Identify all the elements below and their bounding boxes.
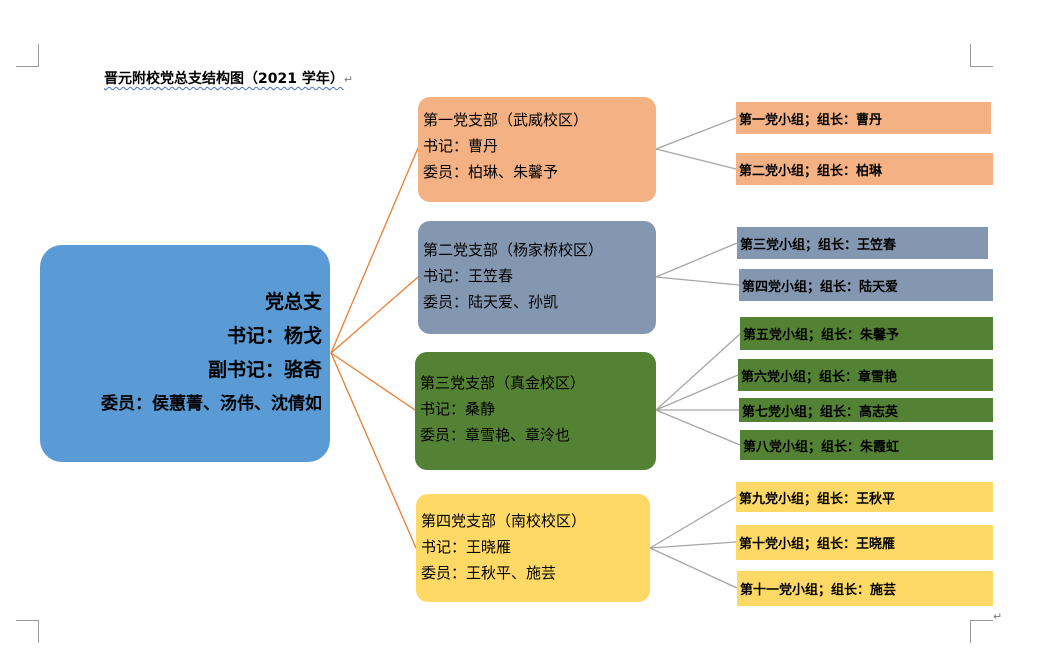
root-connector-branch-3 [330, 352, 416, 411]
group-connector-8 [655, 409, 741, 446]
group-node-6: 第六党小组；组长：章雪艳 [738, 359, 993, 391]
root-connector-branch-4 [330, 352, 417, 549]
root-connectors [330, 147, 419, 549]
root-line-members: 委员：侯蕙菁、汤伟、沈倩如 [101, 394, 322, 414]
branch-secretary: 书记：桑静 [420, 400, 496, 418]
group-connector-11 [649, 547, 738, 589]
crop-mark-bottom-left [16, 620, 39, 643]
group-node-2: 第二党小组；组长：柏琳 [736, 153, 993, 185]
branch-node-2: 第二党支部（杨家桥校区） 书记：王笠春 委员：陆天爱、孙凯 [418, 221, 656, 334]
branch-node-1: 第一党支部（武威校区） 书记：曹丹 委员：柏琳、朱馨予 [418, 97, 656, 202]
branch-members: 委员：章雪艳、章泠也 [420, 426, 571, 444]
branch-secretary: 书记：王笠春 [423, 267, 514, 285]
group-node-8: 第八党小组；组长：朱霞虹 [740, 430, 993, 460]
branch-members: 委员：陆天爱、孙凯 [423, 293, 559, 311]
branch-node-4: 第四党支部（南校校区） 书记：王晓雁 委员：王秋平、施芸 [416, 494, 650, 602]
group-connector-6 [655, 374, 739, 411]
group-connector-4 [655, 276, 740, 286]
group-connector-2 [655, 148, 737, 170]
branch-secretary: 书记：王晓雁 [421, 538, 512, 556]
paragraph-mark-icon: ↵ [343, 73, 354, 86]
root-connector-branch-2 [330, 276, 419, 354]
group-node-9: 第九党小组；组长：王秋平 [736, 482, 993, 512]
root-connector-branch-1 [330, 147, 419, 354]
group-node-1: 第一党小组；组长：曹丹 [736, 102, 991, 134]
root-line-title: 党总支 [264, 291, 322, 313]
branch-name: 第一党支部（武威校区） [423, 111, 589, 129]
group-connectors [649, 117, 741, 589]
branch-members: 委员：王秋平、施芸 [421, 564, 557, 582]
branch-name: 第二党支部（杨家桥校区） [423, 241, 604, 259]
group-connector-9 [649, 496, 737, 549]
crop-mark-bottom-right [970, 620, 993, 643]
group-node-4: 第四党小组；组长：陆天爱 [739, 269, 993, 301]
group-node-7: 第七党小组；组长：高志英 [739, 398, 993, 422]
diagram-title: 晋元附校党总支结构图（2021 学年）↵ [104, 68, 353, 88]
group-node-10: 第十党小组；组长：王晓雁 [736, 525, 993, 560]
paragraph-mark-icon: ↵ [993, 610, 1003, 623]
group-node-11: 第十一党小组；组长：施芸 [737, 571, 993, 606]
root-line-secretary: 书记：杨戈 [226, 325, 322, 347]
group-connector-1 [655, 117, 737, 150]
crop-mark-top-left [16, 44, 39, 67]
party-committee-node: 党总支 书记：杨戈 副书记：骆奇 委员：侯蕙菁、汤伟、沈倩如 [40, 245, 330, 462]
group-connector-10 [649, 541, 737, 549]
branch-secretary: 书记：曹丹 [423, 137, 499, 155]
group-node-3: 第三党小组；组长：王笠春 [737, 227, 988, 259]
group-connector-5 [655, 333, 741, 411]
diagram-title-text: 晋元附校党总支结构图（2021 学年） [104, 71, 344, 87]
crop-mark-top-right [970, 44, 993, 67]
branch-node-3: 第三党支部（真金校区） 书记：桑静 委员：章雪艳、章泠也 [415, 352, 656, 470]
branch-name: 第四党支部（南校校区） [421, 512, 587, 530]
group-node-5: 第五党小组；组长：朱馨予 [740, 317, 993, 350]
branch-members: 委员：柏琳、朱馨予 [423, 163, 559, 181]
branch-name: 第三党支部（真金校区） [420, 374, 586, 392]
root-line-deputy: 副书记：骆奇 [207, 359, 322, 381]
group-connector-3 [655, 242, 738, 278]
